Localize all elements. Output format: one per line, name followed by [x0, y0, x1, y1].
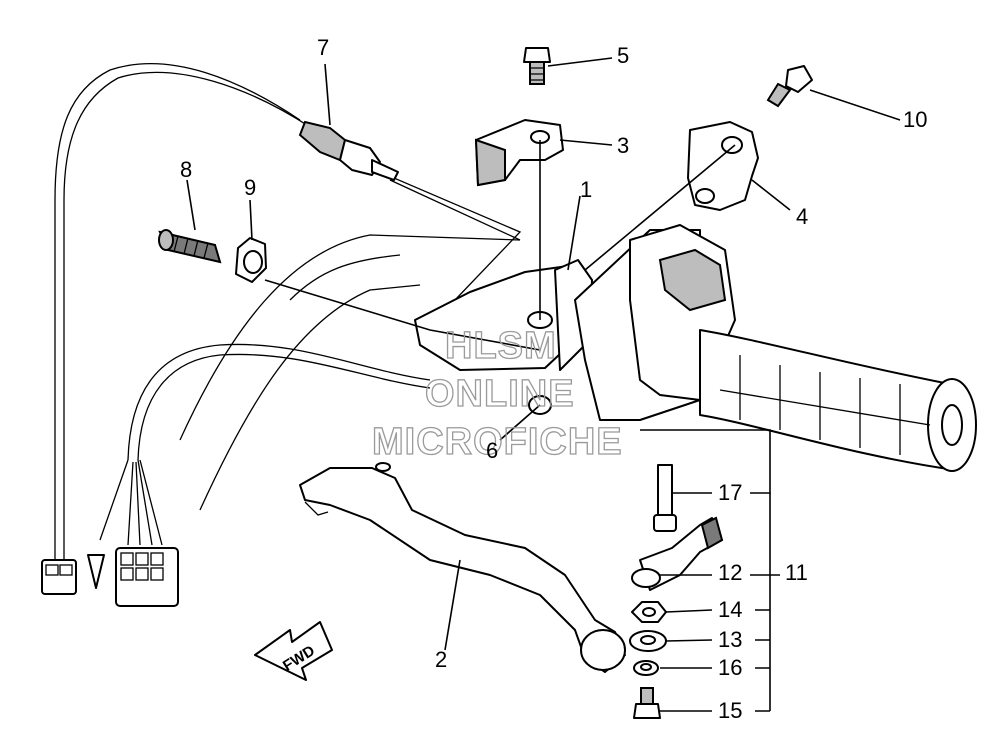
- callout-7: 7: [317, 35, 329, 60]
- wire-harness: [99, 343, 431, 546]
- callout-2: 2: [435, 647, 447, 672]
- callout-5: 5: [617, 43, 629, 68]
- part-8-adjuster-bolt: [158, 229, 222, 264]
- callout-3: 3: [617, 133, 629, 158]
- callout-13: 13: [718, 627, 742, 652]
- callout-8: 8: [180, 157, 192, 182]
- watermark-line-1: HLSM: [445, 325, 557, 367]
- watermark-line-2: ONLINE: [425, 373, 575, 415]
- part-3-clamp: [474, 119, 564, 187]
- part-2-clutch-lever: [299, 462, 626, 673]
- connector-left: [41, 559, 77, 595]
- callout-16: 16: [718, 655, 742, 680]
- callout-9: 9: [244, 175, 256, 200]
- callout-6: 6: [486, 438, 498, 463]
- terminal-spike: [87, 554, 105, 589]
- part-4-bracket: [687, 121, 759, 211]
- callout-17: 17: [718, 480, 742, 505]
- watermark: HLSM ONLINE MICROFICHE: [371, 324, 623, 463]
- handlebar-grip: [699, 329, 977, 472]
- callout-11: 11: [785, 560, 808, 585]
- callout-4: 4: [796, 204, 808, 229]
- part-13-washer: [629, 630, 667, 652]
- part-5-bolt: [523, 47, 551, 85]
- watermark-line-3: MICROFICHE: [372, 421, 623, 463]
- part-9-locknut: [235, 237, 267, 283]
- forward-direction-arrow: FWD: [254, 621, 333, 681]
- part-17-bolt: [653, 464, 677, 532]
- part-14-nut: [631, 601, 667, 623]
- connector-multi: [115, 547, 179, 607]
- part-10-screw: [766, 65, 813, 108]
- part-12-hot-start-lever: [631, 516, 724, 591]
- leader-lines: [186, 57, 901, 712]
- part-7-clutch-switch: [298, 120, 399, 181]
- callout-labels: 1 2 3 4 5 6 7 8 9 10 11 12 13 14 15 16 1…: [180, 35, 927, 723]
- callout-14: 14: [718, 597, 742, 622]
- callout-15: 15: [718, 698, 742, 723]
- part-15-screw: [633, 687, 661, 719]
- callout-1: 1: [580, 177, 592, 202]
- callout-12: 12: [718, 560, 742, 585]
- part-16-spring-washer: [633, 660, 659, 676]
- cable-7-wire: [54, 63, 522, 560]
- callout-10: 10: [903, 107, 927, 132]
